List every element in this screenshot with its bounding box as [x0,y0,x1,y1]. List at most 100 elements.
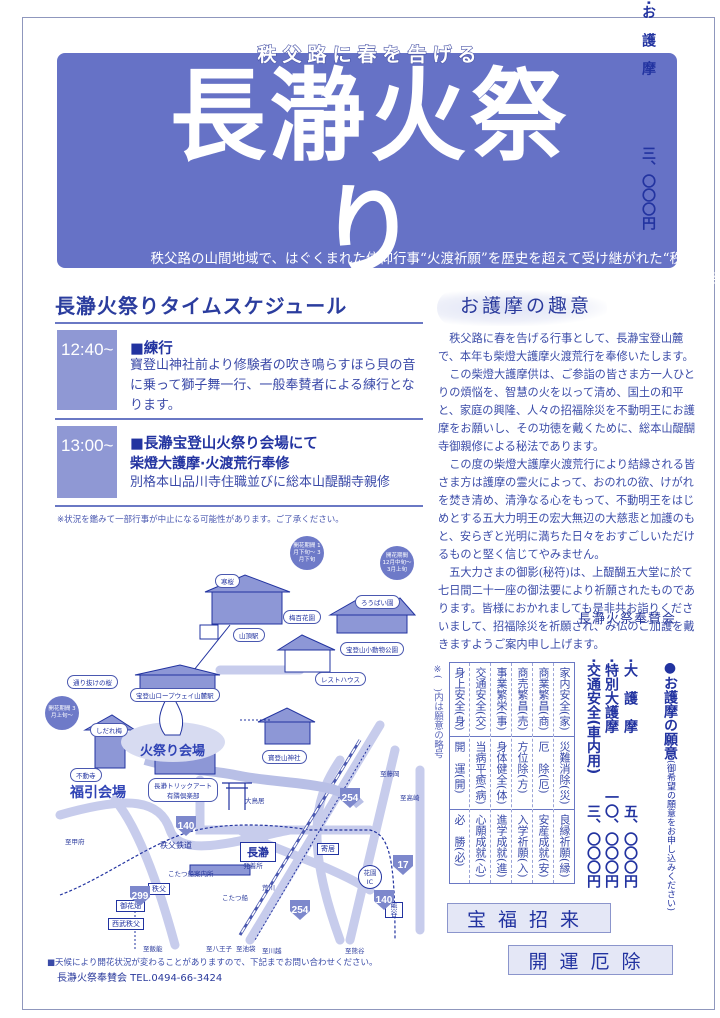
wish-cell: 安産成就(安) [537,814,550,878]
map-text: 荒川 [262,884,275,892]
event-time: 13:00~ [57,426,117,498]
stamp-kaiun: 開運厄除 [508,945,673,975]
bloom-period-bubble: 開花期間 12月中旬〜 3月上旬 [380,546,414,580]
route-17-sign: 17 [393,855,413,875]
map-label: 山頂駅 [233,628,265,642]
map-label: レストハウス [315,672,366,686]
map-text: 至甲府 [65,838,85,846]
map-text: 至高崎 [400,794,420,802]
map-label: 梅百花園 [283,610,321,624]
price-item: ·特別大護摩一〇、〇〇〇円 [603,658,619,888]
station-seibu-chichibu: 西武秩父 [108,918,144,930]
hero-tagline: 秩父路に春を告げる [257,43,483,66]
wish-cell: 商売繁昌(売) [512,663,532,737]
wish-cell: 方位除(方) [512,737,532,811]
price-item: ·大 護 摩五、〇〇〇円 [622,658,638,888]
wish-cell: 身上安全(身) [449,663,469,737]
station-yorii: 寄居 [317,843,339,855]
map-text: こたつ船案内所 [168,870,214,878]
wish-cell: 当病平癒(病) [470,737,490,811]
hero-title: 長瀞火祭り [170,56,570,291]
wish-table: 家内安全(家) 災難消除(災) 良縁祈願(縁) 商業繁昌(商) 厄 除(厄) 安… [449,662,575,884]
divider [55,322,423,324]
event-heading: ■練行 [130,341,173,357]
wish-column: 商業繁昌(商) 厄 除(厄) 安産成就(安) [532,663,553,883]
route-140-sign: 140 [374,890,394,910]
wish-column: 商売繁昌(売) 方位除(方) 入学祈願(入) [511,663,532,883]
price-item: ·お 護 摩三、〇〇〇円 [640,0,656,230]
footer-notice: ■天候により開花状況が変わることがありますので、下記までお問い合わせください。 [47,958,378,968]
wish-cell: 良縁祈願(縁) [558,814,571,878]
map-label: 宝登山小動物公園 [340,642,404,656]
map-text: 秩父鉄道 [160,841,192,850]
map-label: 寶登山神社 [262,750,307,764]
wish-cell: 身体健全(体) [491,737,511,811]
map-text: 至熊谷 [345,947,365,955]
divider [55,418,423,420]
event-subheading: 柴燈大護摩·火渡荒行奉修 [130,456,290,472]
fire-venue-label: 火祭り会場 [140,744,206,759]
map-text: 至藤岡 [380,770,400,778]
hero-banner: 秩父路の山間地域で、はぐくまれた信仰行事“火渡祈願”を歴史を超えて受け継がれた“… [57,53,716,307]
event-time: 12:40~ [57,330,117,410]
map-text: 至川越 [262,947,282,955]
wishes-heading-note: (御希望の願意をお申し込みください) [665,760,675,912]
lottery-venue-label: 福引会場 [70,785,126,801]
intent-body: 秩父路に春を告げる行事として、長瀞宝登山麓で、本年も柴燈大護摩火渡荒行を奉修いた… [438,330,703,654]
hero-intro: 秩父路の山間地域で、はぐくまれた信仰行事“火渡祈願”を歴史を超えて受け継がれた“… [137,251,717,307]
intent-paragraph: 五大力さまの御影(秘符)は、上醍醐五大堂に於て七日間二十一座の御法要により祈願さ… [438,566,695,651]
map-text: 至飯能 [143,945,163,953]
map-label: 長瀞トリックアート有隣倶楽部 [148,778,219,802]
station-nagatoro: 長瀞 [240,842,276,862]
event-body: 別格本山品川寺住職並びに総本山醍醐寺親修 [130,475,391,490]
access-map: 寒桜 梅百花園 ろうばい園 山頂駅 宝登山小動物公園 レストハウス 通り抜けの桜… [40,530,430,960]
price-item: ·交通安全(車内用)三、〇〇〇円 [585,658,601,888]
footer-contact: 長瀞火祭奉賛会 TEL.0494-66-3424 [57,973,223,984]
intent-paragraph: この柴燈大護摩供は、ご参詣の皆さま方一人ひとりの煩悩を、智慧の火を以って清め、国… [438,368,695,453]
wish-cell: 必 勝(必) [453,814,466,867]
map-illustration [55,574,425,950]
station-kumagaya: 熊谷 [385,902,403,918]
map-text: 至池袋 [236,945,256,953]
map-text: 至八王子 [206,945,232,953]
route-254-sign: 254 [340,788,360,808]
event-heading: ■長瀞宝登山火祭り会場にて [130,436,318,452]
map-label: ろうばい園 [355,595,400,609]
intent-title: お護摩の趣意 [460,295,593,317]
stamp-hofuku: 宝福招来 [447,903,611,933]
wish-cell: 交通安全(交) [470,663,490,737]
divider [55,505,423,507]
wish-column: 交通安全(交) 当病平癒(病) 心願成就(心) [469,663,490,883]
route-299-sign: 299 [130,886,150,906]
schedule-title: 長瀞火祭りタイムスケジュール [55,294,348,318]
map-label: 不動寺 [70,768,102,782]
route-254-sign: 254 [290,900,310,920]
bloom-period-bubble: 開花期間 3月上旬〜 [45,696,79,730]
map-label: 寒桜 [215,574,240,588]
cloud-decoration [437,290,607,326]
event-body: 寶登山神社前より修験者の吹き鳴らすほら貝の音に乗って獅子舞一行、一般奉賛者による… [130,358,416,413]
wish-cell: 災難消除(災) [554,737,574,811]
wish-column: 事業繁栄(事) 身体健全(体) 進学成就(進) [490,663,511,883]
wish-column: 家内安全(家) 災難消除(災) 良縁祈願(縁) [553,663,574,883]
wish-cell: 入学祈願(入) [516,814,529,878]
intent-signature: 長瀞火祭奉賛会 [578,612,677,627]
table-note: ※( )内は願意の略号 [432,664,443,759]
wishes-heading: ●お護摩の願意(御希望の願意をお申し込みください) [662,660,678,912]
map-text: 大鳥居 [245,797,265,805]
wish-column: 身上安全(身) 開 運(開) 必 勝(必) [449,663,469,883]
wish-cell: 心願成就(心) [474,814,487,878]
route-140-sign: 140 [176,816,196,836]
map-label: 宝登山ロープウェイ山麓駅 [130,688,220,702]
wish-cell: 厄 除(厄) [533,737,553,811]
wish-cell: 開 運(開) [449,737,469,811]
wish-cell: 商業繁昌(商) [533,663,553,737]
map-label: 通り抜けの桜 [67,675,118,689]
wish-cell: 進学成就(進) [495,814,508,878]
wish-cell: 家内安全(家) [554,663,574,737]
schedule-note: ※状況を鑑みて一部行事が中止になる可能性があります。ご了承ください。 [57,515,344,525]
map-text: こたつ船 [222,894,248,902]
station-chichibu: 秩父 [148,883,170,895]
map-label: しだれ梅 [90,723,128,737]
